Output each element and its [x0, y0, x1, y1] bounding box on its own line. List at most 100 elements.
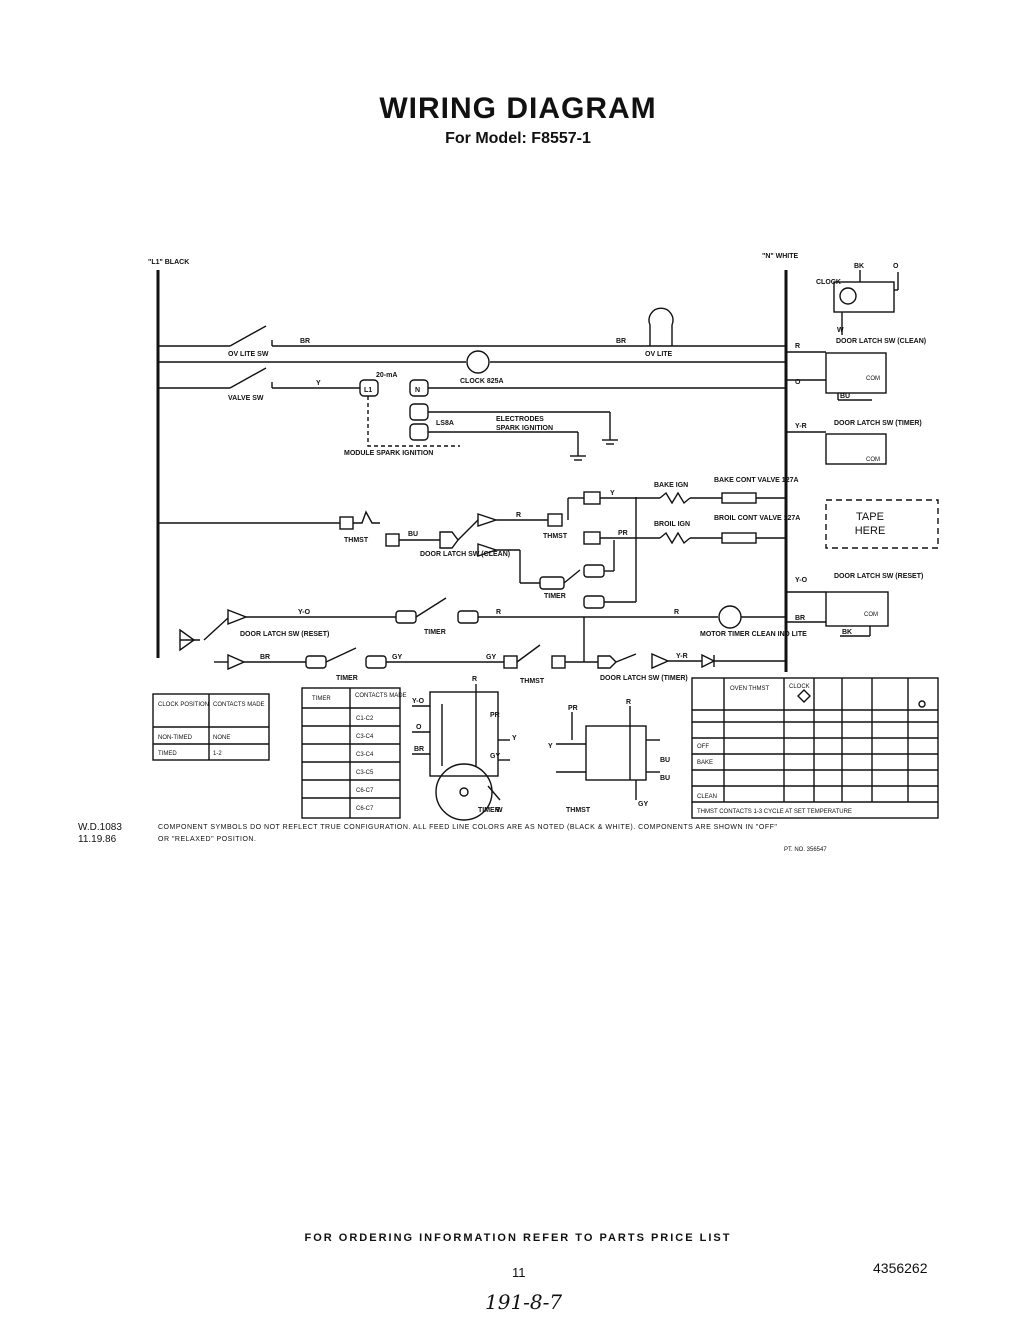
switch-table-header: OVEN THMST: [730, 686, 770, 692]
valve-switch: [229, 367, 267, 389]
n-label: "N" WHITE: [762, 253, 799, 260]
br-label-3: BR: [260, 654, 270, 661]
wd-date: 11.19.86: [78, 834, 117, 845]
timer-r-label: R: [472, 676, 477, 683]
clock-table-cell: TIMED: [158, 751, 177, 757]
timer-table-cell: C3-C4: [356, 752, 374, 758]
y-label: Y: [316, 380, 321, 387]
switch-table-row-label: BAKE: [697, 760, 713, 766]
module-terminal-l1: [359, 379, 379, 397]
page-number: 11: [512, 1265, 526, 1280]
thmst-terminal-1: [339, 516, 354, 530]
motor-timer: [718, 605, 742, 629]
br-label-right: BR: [795, 615, 805, 622]
l1-term-label: L1: [364, 387, 372, 394]
y-r-label: Y-R: [676, 653, 688, 660]
bk-label-right: BK: [842, 629, 852, 636]
pt-number: PT. NO. 356547: [784, 847, 827, 853]
l1-label: "L1" BLACK: [148, 259, 189, 266]
electrodes-label: ELECTRODES: [496, 416, 544, 423]
y-o-label-right: Y-O: [795, 577, 808, 584]
thmst-y-label: Y: [548, 743, 553, 750]
thermostat-component: [556, 706, 660, 800]
tape-here-label: TAPE HERE: [854, 511, 886, 537]
r-label-right: R: [795, 343, 800, 350]
br-label: BR: [300, 338, 310, 345]
door-latch-timer-contact: [651, 652, 670, 670]
clock-motor-label: CLOCK 825A: [460, 378, 504, 385]
timer-table-cell: C3-C5: [356, 770, 374, 776]
model-subtitle: For Model: F8557-1: [445, 130, 591, 147]
module-boundary: [367, 396, 460, 447]
ls-label: LS8A: [436, 420, 454, 427]
switch-table-header: CLOCK: [789, 684, 810, 690]
clock-motor: [466, 350, 490, 374]
bake-valve-label: BAKE CONT VALVE 127A: [714, 477, 799, 484]
timer-label: TIMER: [544, 593, 566, 600]
timer-terminal-c1: [395, 610, 417, 624]
bk-label: BK: [854, 263, 864, 270]
thmst-gy-label: GY: [638, 801, 648, 808]
timer-table: [301, 687, 401, 819]
door-latch-right-clean-label: DOOR LATCH SW (CLEAN): [836, 338, 926, 345]
timer-table-cell: C1-C2: [356, 716, 374, 722]
y-o-label: Y-O: [298, 609, 311, 616]
broil-valve: [721, 532, 757, 544]
y-r-label-right: Y-R: [795, 423, 807, 430]
oven-light-bulb: [648, 307, 674, 346]
ordering-footer: FOR ORDERING INFORMATION REFER TO PARTS …: [304, 1232, 732, 1244]
o-label-right: O: [795, 379, 801, 386]
timer-terminal-c2: [457, 610, 479, 624]
broil-ign-label: BROIL IGN: [654, 521, 690, 528]
valve-sw-label: VALVE SW: [228, 395, 264, 402]
pr-label: PR: [618, 530, 628, 537]
clock-table-cell: NONE: [213, 735, 230, 741]
document-number: 4356262: [873, 1260, 928, 1276]
clock-label: CLOCK: [816, 279, 841, 286]
door-latch-contact-2: [477, 543, 499, 557]
bake-ign-label: BAKE IGN: [654, 482, 688, 489]
timer-pr-label: PR: [490, 712, 500, 719]
thmst-r-label: R: [626, 699, 631, 706]
gy-label-2: GY: [486, 654, 496, 661]
tape-area: [825, 499, 939, 549]
handwritten-note: 191-8-7: [485, 1290, 563, 1314]
timer-component: [412, 684, 510, 821]
timer-table-cell: C6-C7: [356, 788, 374, 794]
switch-table-row-label: OFF: [697, 744, 709, 750]
timer-label-3: TIMER: [336, 675, 358, 682]
thmst-pr-label: PR: [568, 705, 578, 712]
thmst-terminal-4: [503, 655, 518, 669]
motor-timer-label: MOTOR TIMER CLEAN IND LITE: [700, 631, 807, 638]
switch-table-footnote: THMST CONTACTS 1-3 CYCLE AT SET TEMPERAT…: [697, 809, 852, 815]
door-latch-right-reset-label: DOOR LATCH SW (RESET): [834, 573, 923, 580]
page-title: WIRING DIAGRAM: [379, 92, 657, 125]
thmst-terminal-5: [551, 655, 566, 669]
r-label-3: R: [674, 609, 679, 616]
clock-table-header-2: CONTACTS MADE: [213, 702, 265, 708]
door-latch-reset-switch-right: [825, 591, 889, 627]
broil-igniter: [659, 531, 691, 545]
com-label-1: COM: [866, 376, 880, 382]
o-label-clock: O: [893, 263, 899, 270]
timer-terminal-c3: [539, 576, 565, 590]
door-latch-reset-label: DOOR LATCH SW (RESET): [240, 631, 329, 638]
gy-label: GY: [392, 654, 402, 661]
door-latch-timer-switch-right: [825, 433, 887, 465]
clock-table-cell: 1-2: [213, 751, 222, 757]
thmst-label: THMST: [344, 537, 369, 544]
clock-dial: [839, 287, 857, 305]
door-latch-clean-label: DOOR LATCH SW (CLEAN): [420, 551, 510, 558]
thmst-label-2: THMST: [543, 533, 568, 540]
door-latch-clean-switch-right: [825, 352, 887, 394]
thmst-bu-label-2: BU: [660, 775, 670, 782]
thmst-label-3: THMST: [520, 678, 545, 685]
timer-terminal-c7: [365, 655, 387, 669]
timer-label-2: TIMER: [424, 629, 446, 636]
timer-terminal-c5: [583, 595, 605, 609]
wd-reference: W.D.1083 11.19.86: [78, 822, 122, 846]
timer-terminal-c4: [583, 564, 605, 578]
timer-w-label: W: [496, 807, 503, 814]
clock-table-header-1: CLOCK POSITION: [158, 702, 209, 708]
ov-lite-label: OV LITE: [645, 351, 673, 358]
